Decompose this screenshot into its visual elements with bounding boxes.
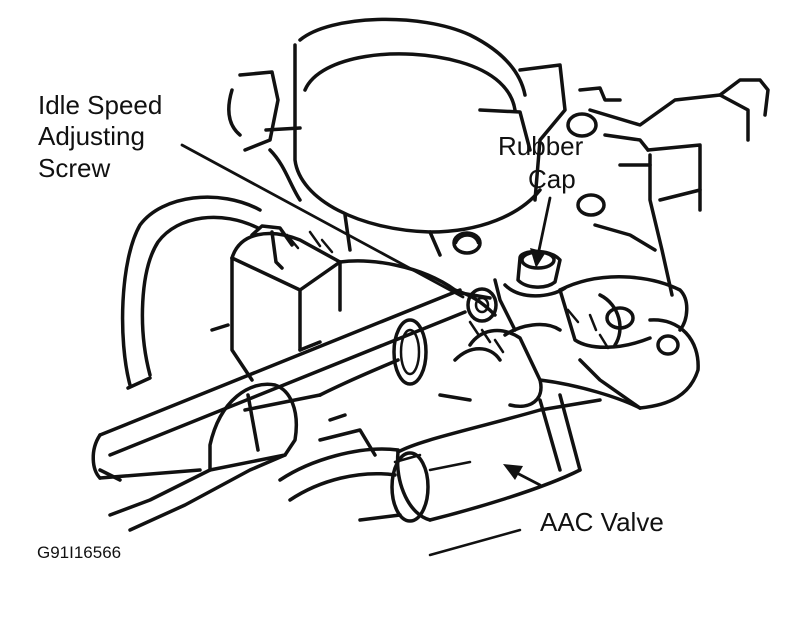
rubber-cap-label-line2: Cap [528, 164, 576, 194]
right-bracket [578, 78, 770, 297]
aac-valve-label: AAC Valve [540, 507, 664, 537]
aac-valve-body [390, 275, 700, 523]
idle-speed-label-line3: Screw [38, 153, 111, 183]
idle-speed-label-line2: Adjusting [38, 121, 145, 151]
arrowheads [503, 248, 546, 480]
left-block [210, 224, 342, 382]
shading [285, 230, 610, 557]
hose [120, 195, 262, 390]
throttle-body-housing [226, 17, 567, 257]
idle-speed-label-line1: Idle Speed [38, 90, 163, 120]
bolts [452, 112, 680, 356]
lower-pipes [91, 393, 472, 522]
figure-id: G91I16566 [37, 543, 122, 562]
screw-boss [338, 249, 567, 332]
rubber-cap-label-line1: Rubber [498, 131, 584, 161]
screwdriver [98, 288, 492, 532]
